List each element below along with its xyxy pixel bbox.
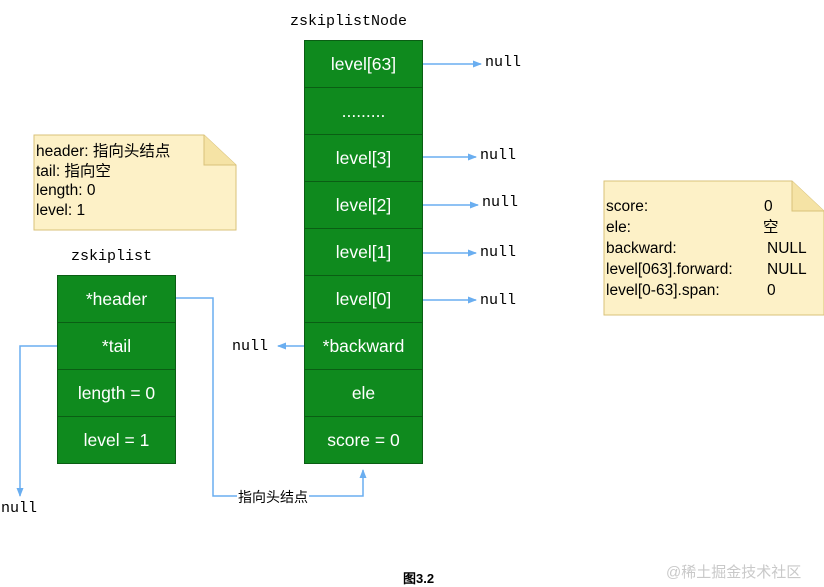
null-level2: null [482,194,519,211]
node-cell-ellipsis: ......... [304,87,423,135]
list-cell-tail: *tail [57,322,176,370]
note-right-row: backward: NULL [606,239,820,260]
note-right-value: NULL [767,261,807,278]
note-left-line: header: 指向头结点 [36,143,171,160]
note-left-shape [33,134,237,231]
null-level1: null [480,244,517,261]
note-left-line: tail: 指向空 [36,162,111,180]
node-cell-ele: ele [304,369,423,417]
arrow-header [176,297,367,497]
note-right-value: NULL [767,240,807,257]
note-right-row: score: 0 [606,197,820,218]
node-cell-level3: level[3] [304,134,423,182]
null-level63: null [485,54,522,71]
note-right-key: ele: [606,219,631,236]
note-right-key: backward: [606,240,677,257]
figure-caption: 图3.2 [403,571,435,586]
node-cell-level0: level[0] [304,275,423,323]
note-left-line: length: 0 [36,182,96,199]
null-level0: null [480,292,517,309]
note-right-key: score: [606,198,649,215]
note-right-row: level[0-63].span: 0 [606,281,820,302]
node-cell-level1: level[1] [304,228,423,276]
node-cell-level2: level[2] [304,181,423,229]
node-cell-level63: level[63] [304,40,423,88]
note-right-key: level[0-63].span: [606,282,720,299]
watermark: @稀土掘金技术社区 [666,564,802,581]
note-left-text: header: 指向头结点 tail: 指向空 length: 0 level:… [36,142,170,220]
note-right-value: 0 [767,282,776,299]
note-left-line: level: 1 [36,201,86,219]
note-right-row: ele: 空 [606,218,820,239]
list-title: zskiplist [71,248,153,265]
note-right-text: score: 0 ele: 空 backward: NULL level[063… [606,197,820,302]
node-cell-score: score = 0 [304,416,423,464]
note-right-shape [603,180,824,316]
note-right-value: 0 [764,198,773,215]
node-cell-backward: *backward [304,322,423,370]
note-right-key: level[063].forward: [606,261,733,278]
list-cell-length: length = 0 [57,369,176,417]
null-level3: null [480,147,517,164]
null-backward: null [232,338,269,355]
null-tail: null [1,500,38,517]
node-title: zskiplistNode [290,13,408,30]
list-cell-level: level = 1 [57,416,176,464]
note-right-value: 空 [763,219,779,236]
header-link-label: 指向头结点 [237,487,309,507]
arrow-tail [16,345,58,497]
note-right-row: level[063].forward: NULL [606,260,820,281]
list-cell-header: *header [57,275,176,323]
